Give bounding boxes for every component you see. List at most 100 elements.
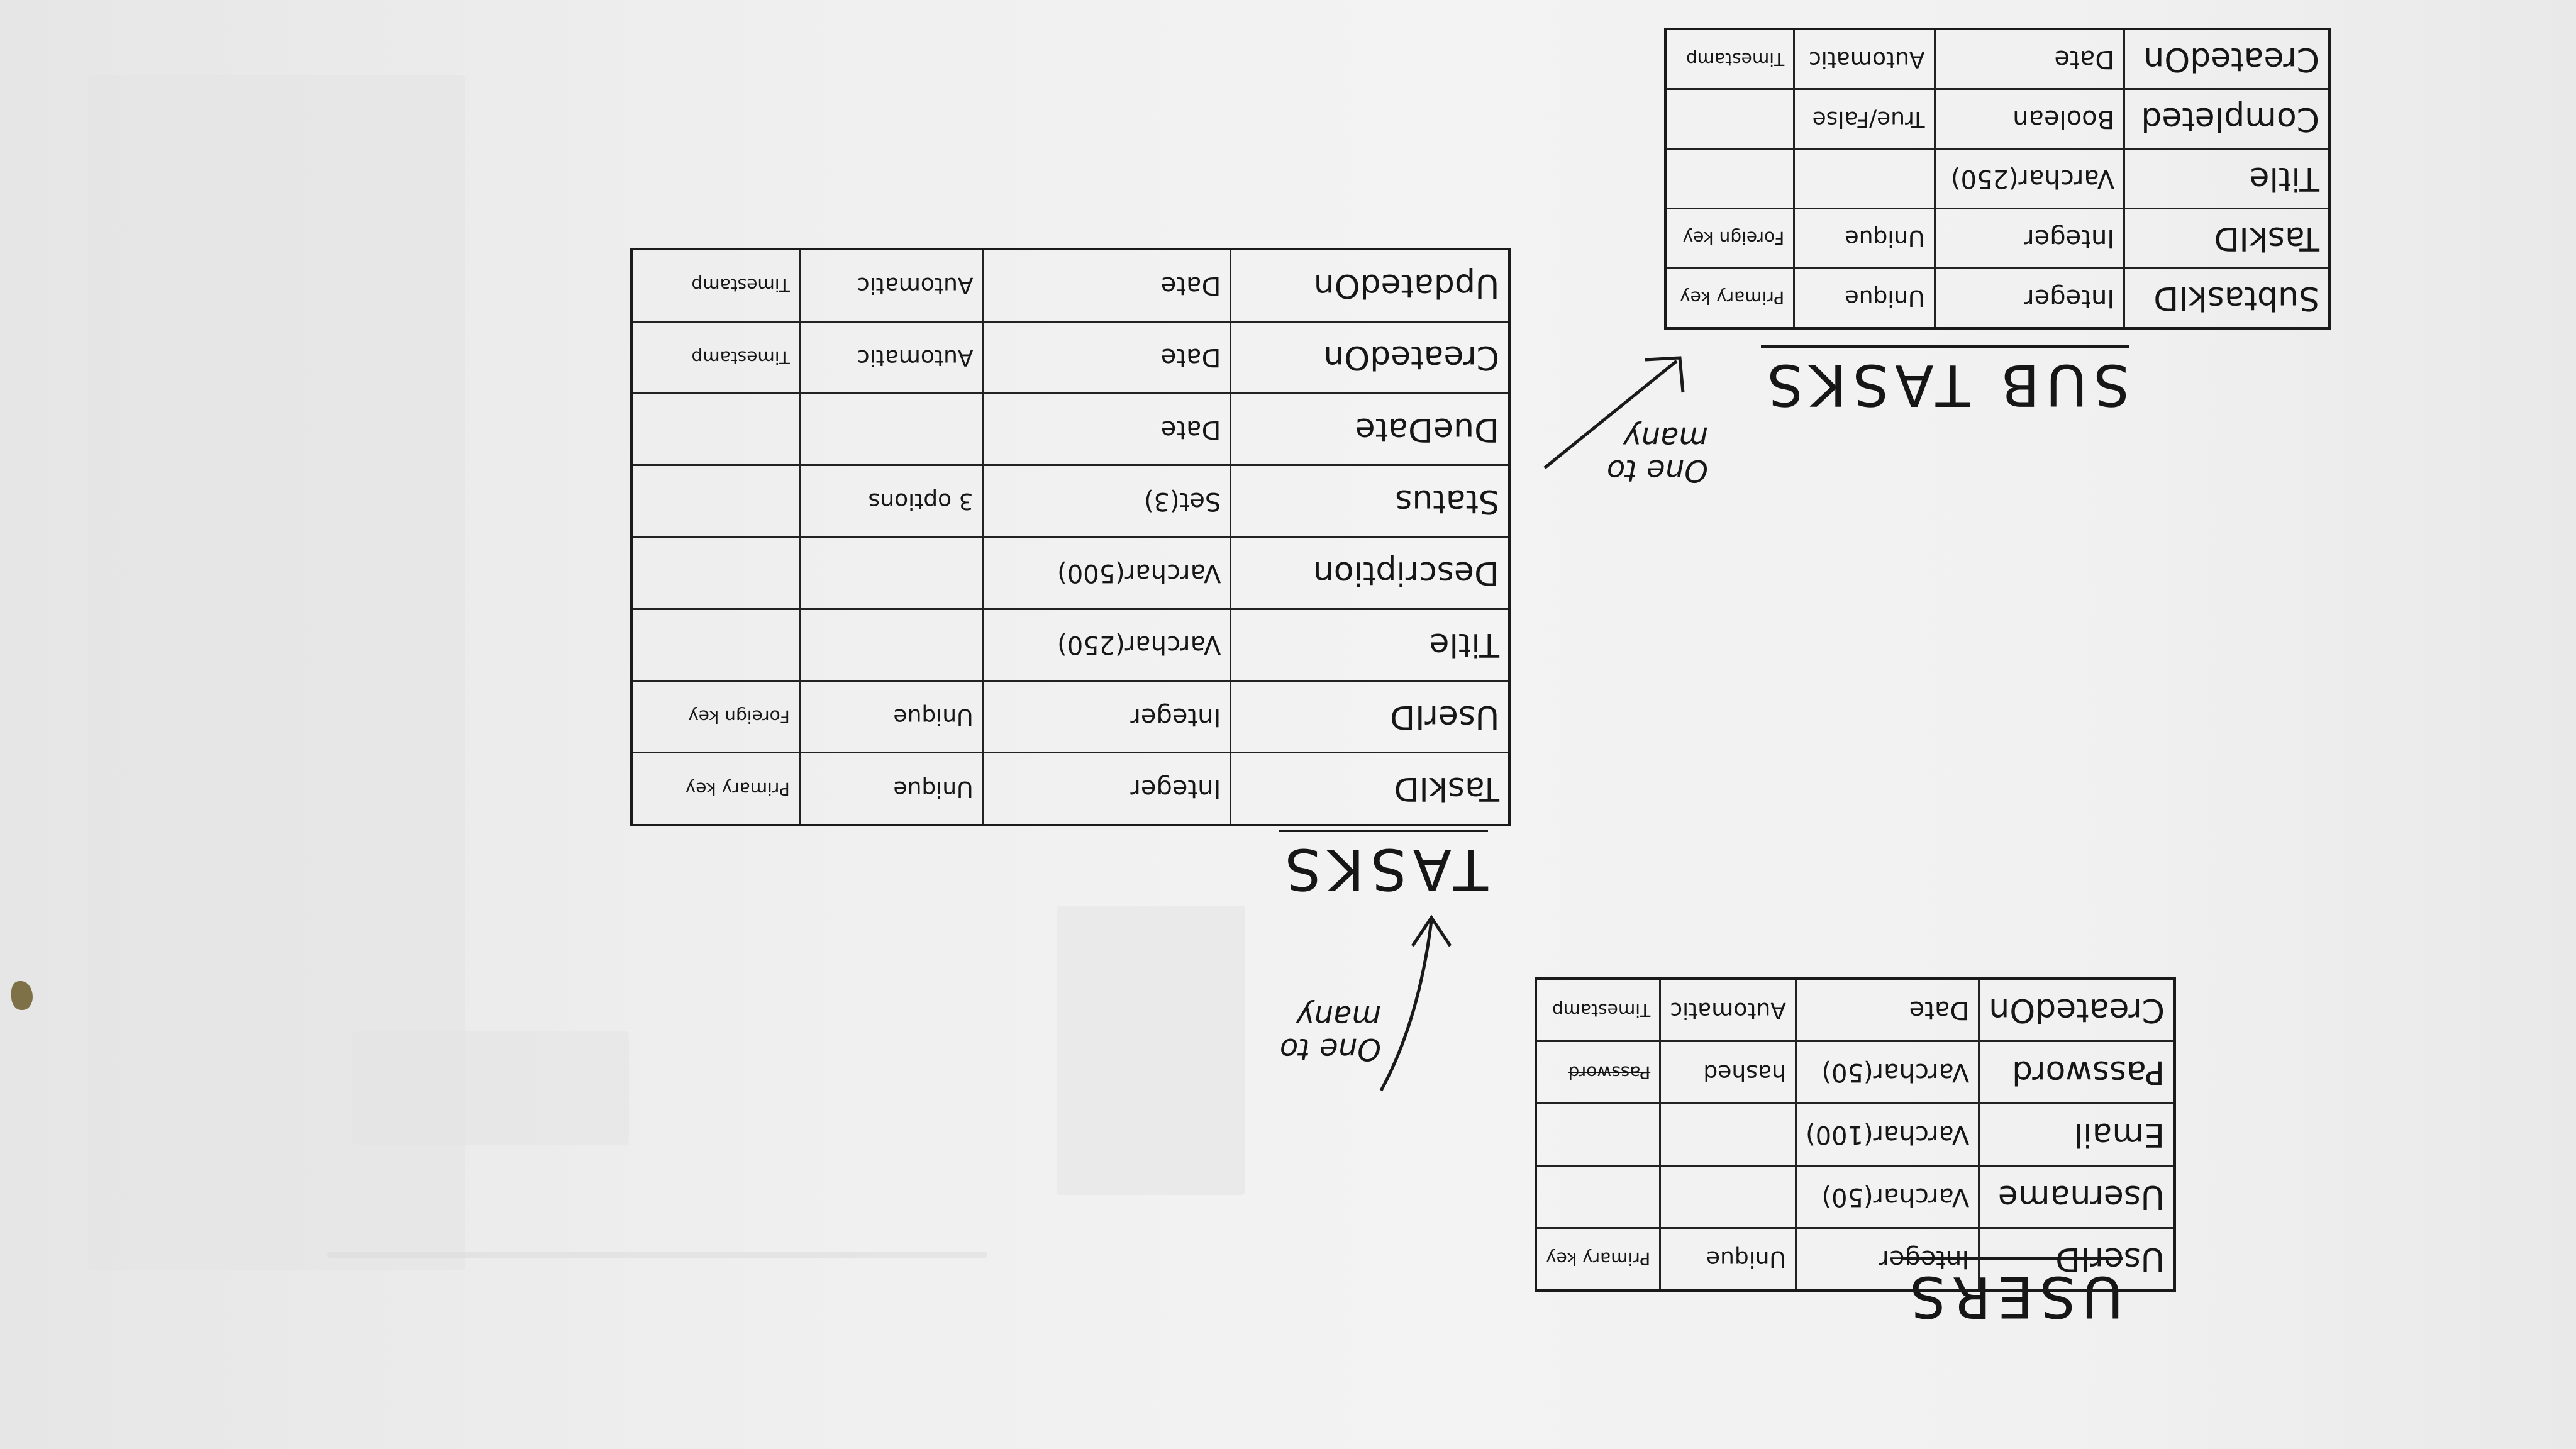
field-key: [631, 393, 800, 465]
field-name: DueDate: [1230, 393, 1509, 465]
field-constraint: [1660, 1165, 1796, 1228]
field-constraint: [1794, 148, 1935, 209]
field-type: Set(3): [982, 465, 1231, 538]
field-constraint: Automatic: [1794, 29, 1935, 89]
field-constraint: Unique: [799, 752, 983, 825]
field-key: Timestamp: [1665, 29, 1794, 89]
field-key: [1536, 1103, 1660, 1166]
field-name: UpdatedOn: [1230, 249, 1509, 322]
field-name: Status: [1230, 465, 1509, 538]
field-key: Foreign key: [1665, 208, 1794, 269]
field-type: Integer: [1935, 208, 2124, 269]
field-type: Date: [982, 249, 1231, 322]
field-constraint: Unique: [1660, 1228, 1796, 1291]
background-line: [327, 1252, 987, 1258]
field-key: Password: [1536, 1041, 1660, 1104]
field-name: Password: [1979, 1041, 2175, 1104]
field-type: Date: [1935, 29, 2124, 89]
field-key: Timestamp: [631, 321, 800, 394]
field-name: TaskID: [1230, 752, 1509, 825]
field-key: [631, 609, 800, 681]
field-name: UserID: [1230, 680, 1509, 753]
field-type: Integer: [982, 752, 1231, 825]
field-key: Primary key: [1665, 268, 1794, 328]
field-name: CreatedOn: [1979, 979, 2175, 1041]
field-type: Varchar(100): [1796, 1103, 1979, 1166]
field-constraint: Unique: [799, 680, 983, 753]
field-key: Primary key: [631, 752, 800, 825]
field-constraint: Automatic: [1660, 979, 1796, 1041]
field-name: Title: [1230, 609, 1509, 681]
field-name: CreatedOn: [1230, 321, 1509, 394]
field-name: Completed: [2124, 89, 2329, 149]
tasks-title: TASKS: [1279, 830, 1488, 902]
field-name: Email: [1979, 1103, 2175, 1166]
field-constraint: [799, 609, 983, 681]
field-constraint: 3 options: [799, 465, 983, 538]
field-key: [1665, 148, 1794, 209]
field-type: Date: [982, 321, 1231, 394]
background-show-through: [1057, 906, 1245, 1195]
field-key: [1665, 89, 1794, 149]
field-type: Varchar(250): [982, 609, 1231, 681]
field-constraint: Unique: [1794, 268, 1935, 328]
field-name: SubtaskID: [2124, 268, 2329, 328]
field-constraint: Automatic: [799, 321, 983, 394]
field-name: Title: [2124, 148, 2329, 209]
field-constraint: Automatic: [799, 249, 983, 322]
field-type: Date: [1796, 979, 1979, 1041]
field-type: Boolean: [1935, 89, 2124, 149]
field-type: Integer: [1935, 268, 2124, 328]
field-name: UserID: [1979, 1228, 2175, 1291]
field-name: CreatedOn: [2124, 29, 2329, 89]
background-show-through: [352, 1031, 629, 1145]
field-constraint: [799, 393, 983, 465]
field-key: Foreign key: [631, 680, 800, 753]
field-type: Date: [982, 393, 1231, 465]
field-name: TaskID: [2124, 208, 2329, 269]
field-constraint: [799, 537, 983, 609]
field-type: Varchar(50): [1796, 1165, 1979, 1228]
subtasks-title: SUB TASKS: [1760, 345, 2129, 418]
field-type: Integer: [1796, 1228, 1979, 1291]
field-key: Primary key: [1536, 1228, 1660, 1291]
pin-mark: [11, 981, 33, 1010]
field-type: Integer: [982, 680, 1231, 753]
users-tasks-arrow: [1379, 914, 1452, 1092]
field-type: Varchar(250): [1935, 148, 2124, 209]
tasks-subtasks-arrow: [1543, 356, 1685, 469]
field-key: Timestamp: [631, 249, 800, 322]
field-type: Varchar(500): [982, 537, 1231, 609]
field-type: Varchar(50): [1796, 1041, 1979, 1104]
field-name: Username: [1979, 1165, 2175, 1228]
field-constraint: True/False: [1794, 89, 1935, 149]
field-key: [631, 465, 800, 538]
field-constraint: hashed: [1660, 1041, 1796, 1104]
field-name: Description: [1230, 537, 1509, 609]
field-key: Timestamp: [1536, 979, 1660, 1041]
field-key: [1536, 1165, 1660, 1228]
